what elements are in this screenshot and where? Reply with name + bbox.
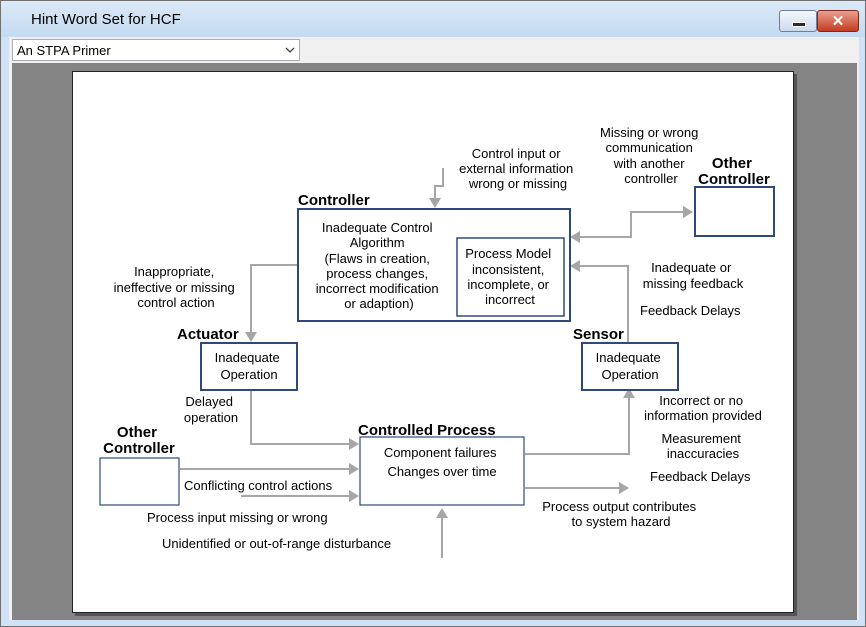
- missing-communication-label: Missing or wrong communication with anot…: [600, 125, 702, 186]
- actuator-box: [200, 342, 298, 391]
- controlled-process-text: Component failures Changes over time: [384, 445, 500, 479]
- actuator-title: Actuator: [177, 326, 239, 343]
- document-viewer[interactable]: Controller Inadequate Control Algorithm …: [12, 63, 857, 620]
- client-area: An STPA Primer: [9, 37, 859, 620]
- diagram-arrows: [180, 168, 693, 558]
- close-icon: ✕: [831, 13, 845, 30]
- stpa-diagram: Controller Inadequate Control Algorithm …: [99, 125, 775, 558]
- document-select[interactable]: An STPA Primer: [12, 39, 300, 61]
- arrow-control-input: [434, 168, 444, 200]
- document-page: Controller Inadequate Control Algorithm …: [72, 71, 794, 613]
- arrow-process-to-sensor: [525, 396, 630, 455]
- disturbance-label: Unidentified or out-of-range disturbance: [162, 536, 391, 551]
- other-controller-bottom-title: Other Controller: [103, 424, 175, 457]
- controller-title: Controller: [298, 192, 370, 209]
- feedback-delays-top-label: Feedback Delays: [640, 303, 741, 318]
- other-controller-bottom-box: [99, 457, 180, 506]
- sensor-text: Inadequate Operation: [596, 350, 665, 382]
- process-output-label: Process output contributes to system haz…: [542, 499, 700, 529]
- close-button[interactable]: ✕: [817, 10, 859, 32]
- feedback-delays-bottom-label: Feedback Delays: [650, 469, 751, 484]
- process-model-box: [456, 237, 565, 317]
- window-title: Hint Word Set for HCF: [31, 11, 181, 28]
- process-input-label: Process input missing or wrong: [147, 510, 328, 525]
- minimize-button[interactable]: [779, 10, 817, 32]
- arrow-sensor-feedback: [578, 265, 629, 342]
- actuator-text: Inadequate Operation: [215, 350, 284, 382]
- title-bar[interactable]: Hint Word Set for HCF ✕: [1, 1, 865, 37]
- conflicting-actions-label: Conflicting control actions: [184, 478, 333, 493]
- minimize-icon: [792, 22, 806, 27]
- sensor-box: [581, 342, 679, 391]
- controlled-process-box: [359, 436, 525, 506]
- delayed-operation-label: Delayed operation: [184, 394, 238, 425]
- incorrect-information-label: Incorrect or no information provided: [644, 393, 762, 423]
- arrow-actuator-to-process: [250, 390, 351, 445]
- sensor-title: Sensor: [573, 326, 624, 343]
- inadequate-feedback-label: Inadequate or missing feedback: [643, 260, 744, 291]
- other-controller-top-box: [694, 186, 775, 237]
- measurement-label: Measurement inaccuracies: [661, 431, 744, 461]
- control-input-label: Control input or external information wr…: [459, 146, 577, 191]
- arrow-control-action: [250, 264, 297, 334]
- other-controller-top-title: Other Controller: [698, 155, 770, 188]
- chevron-down-icon: [285, 47, 295, 53]
- controlled-process-title: Controlled Process: [358, 422, 496, 439]
- controller-text: Inadequate Control Algorithm (Flaws in c…: [316, 220, 442, 311]
- arrow-other-controller-link: [578, 211, 685, 238]
- inappropriate-action-label: Inappropriate, ineffective or missing co…: [114, 264, 239, 310]
- process-model-text: Process Model inconsistent, incomplete, …: [465, 246, 555, 307]
- document-select-value: An STPA Primer: [17, 43, 111, 58]
